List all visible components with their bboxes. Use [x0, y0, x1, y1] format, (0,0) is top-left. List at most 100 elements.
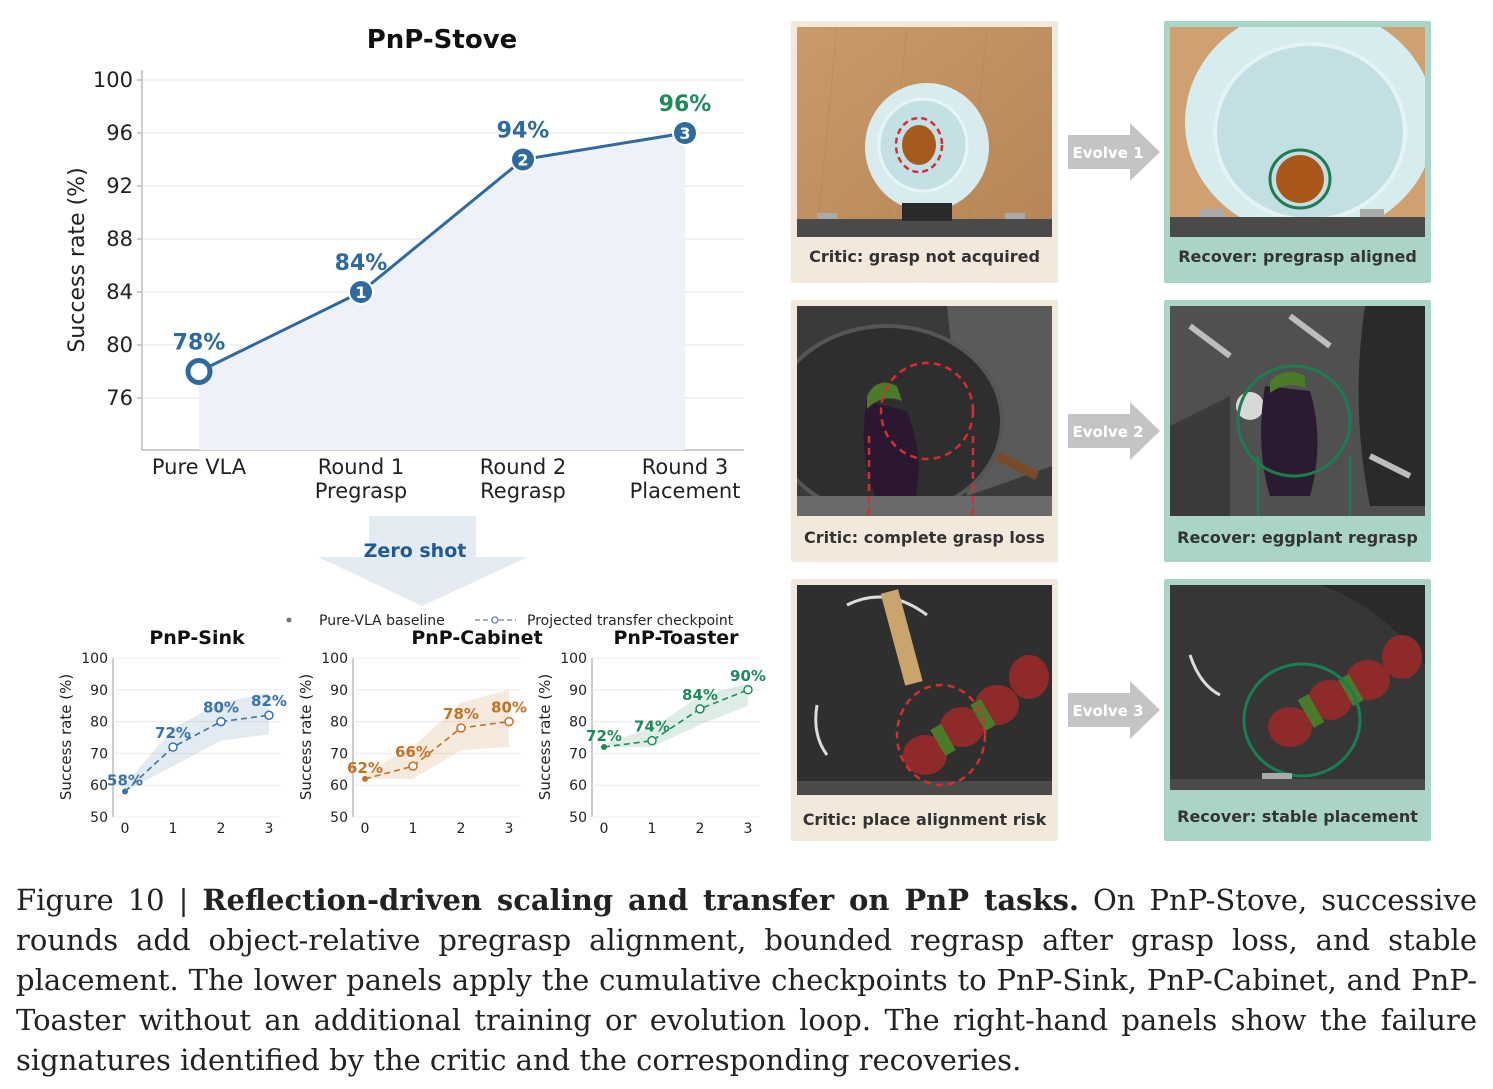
small-checkpoint-point [695, 704, 705, 714]
main-x-label: Placement [630, 479, 741, 503]
recover-caption-1: Recover: pregrasp aligned [1178, 247, 1417, 266]
small-y-tick-label: 70 [90, 746, 108, 762]
small-y-tick-label: 80 [330, 715, 348, 731]
main-chart-series: 78%184%294%396% [173, 92, 712, 450]
small-checkpoint-point [168, 742, 178, 752]
main-point-3 [674, 122, 696, 144]
small-y-tick-label: 50 [90, 810, 108, 826]
small-x-tick-label: 0 [121, 821, 130, 837]
charts-area: PnP-Stove Success rate (%) 1009692888480… [57, 25, 766, 837]
recover-panel-1: Recover: pregrasp aligned [1164, 21, 1431, 283]
small-y-tick-label: 90 [330, 683, 348, 699]
figure-caption: Figure 10 | Reflection-driven scaling an… [16, 880, 1477, 1080]
evolve-arrow-1: Evolve 1 [1068, 123, 1160, 181]
small-chart-title: PnP-Toaster [613, 627, 739, 649]
small-series-line [603, 689, 749, 748]
small-y-tick-label: 90 [569, 683, 587, 699]
main-point-2 [512, 148, 534, 171]
small-point-label: 80% [491, 699, 527, 717]
small-checkpoint-point [264, 710, 274, 720]
small-x-tick-label: 2 [217, 821, 226, 837]
small-x-tick-label: 3 [744, 821, 753, 837]
main-x-label: Pregrasp [315, 479, 408, 503]
small-x-tick-label: 3 [265, 821, 274, 837]
small-checkpoint-point [647, 735, 657, 746]
main-y-tick-label: 84 [106, 280, 133, 304]
small-y-tick-label: 90 [90, 683, 108, 699]
zero-shot-arrow [318, 516, 528, 606]
small-point-label: 74% [634, 718, 670, 736]
legend-baseline-label: Pure-VLA baseline [319, 613, 445, 629]
small-baseline-point [122, 788, 128, 795]
main-y-tick-label: 92 [106, 174, 133, 198]
small-x-tick-label: 2 [457, 821, 466, 837]
evolve-arrow-3: Evolve 3 [1068, 681, 1160, 739]
caption-prefix: Figure 10 | [16, 883, 203, 917]
small-point-label: 84% [682, 686, 718, 704]
main-chart-ylabel: Success rate (%) [65, 167, 90, 352]
small-x-tick-label: 3 [505, 821, 514, 837]
scene-eggplant-loss [797, 306, 1052, 516]
main-series-line [198, 131, 686, 373]
main-y-tick-label: 80 [106, 333, 133, 357]
critic-panel-3: Critic: place alignment risk [791, 579, 1058, 841]
recover-panel-2: Recover: eggplant regrasp [1164, 300, 1431, 562]
small-x-tick-label: 1 [169, 821, 178, 837]
small-y-tick-label: 80 [569, 715, 587, 731]
small-point-label: 82% [251, 692, 287, 710]
main-series-area [199, 133, 685, 450]
recover-caption-2: Recover: eggplant regrasp [1177, 528, 1418, 547]
main-x-label: Round 2 [480, 455, 566, 479]
small-y-tick-label: 70 [330, 746, 348, 762]
small-checkpoint-point [504, 716, 514, 727]
small-point-label: 78% [443, 705, 479, 723]
critic-caption-1: Critic: grasp not acquired [809, 247, 1040, 266]
scene-plate-aligned [1170, 27, 1425, 237]
main-point-label: 94% [497, 119, 550, 144]
small-checkpoint-point [408, 761, 418, 771]
main-chart-title: PnP-Stove [367, 25, 518, 55]
main-y-tick-label: 100 [93, 68, 133, 92]
recover-caption-3: Recover: stable placement [1177, 807, 1418, 826]
small-point-label: 66% [395, 743, 431, 761]
small-point-label: 62% [347, 759, 383, 777]
small-y-tick-label: 50 [569, 810, 587, 826]
main-point-1 [350, 281, 372, 303]
small-uncertainty-band [125, 692, 269, 792]
small-chart-ylabel: Success rate (%) [536, 674, 554, 800]
main-point-number: 1 [355, 283, 366, 302]
main-x-label: Round 3 [642, 455, 728, 479]
small-x-tick-label: 0 [361, 821, 370, 837]
recover-panel-3: Recover: stable placement [1164, 579, 1431, 841]
scene-skewer-risk [797, 585, 1052, 795]
main-x-label: Round 1 [318, 455, 404, 479]
legend-baseline-marker [286, 617, 292, 623]
caption-bold: Reflection-driven scaling and transfer o… [202, 883, 1079, 917]
small-chart-ylabel: Success rate (%) [297, 674, 315, 800]
small-x-tick-label: 0 [600, 821, 609, 837]
small-series-line [124, 714, 270, 793]
small-x-tick-label: 1 [409, 821, 418, 837]
evolve-label-3: Evolve 3 [1072, 702, 1143, 720]
main-point-label: 84% [335, 251, 388, 276]
small-uncertainty-band [365, 689, 509, 779]
small-checkpoint-point [216, 716, 226, 727]
main-point-number: 2 [517, 151, 528, 170]
critic-caption-3: Critic: place alignment risk [802, 810, 1047, 829]
small-y-tick-label: 80 [90, 715, 108, 731]
main-point-baseline [185, 358, 213, 385]
caption-body: On PnP-Stove, successive rounds add obje… [16, 883, 1477, 1077]
scene-skewer-stable [1170, 585, 1425, 790]
small-y-tick-label: 100 [560, 651, 587, 667]
main-point-label: 96% [659, 92, 712, 117]
small-point-label: 90% [730, 667, 766, 685]
main-x-label: Regrasp [480, 479, 566, 503]
evolve-label-2: Evolve 2 [1072, 423, 1143, 441]
small-y-tick-label: 60 [90, 778, 108, 794]
small-checkpoint-point [743, 685, 753, 695]
scene-eggplant-regrasp [1170, 306, 1425, 516]
zero-shot-label: Zero shot [364, 540, 467, 562]
